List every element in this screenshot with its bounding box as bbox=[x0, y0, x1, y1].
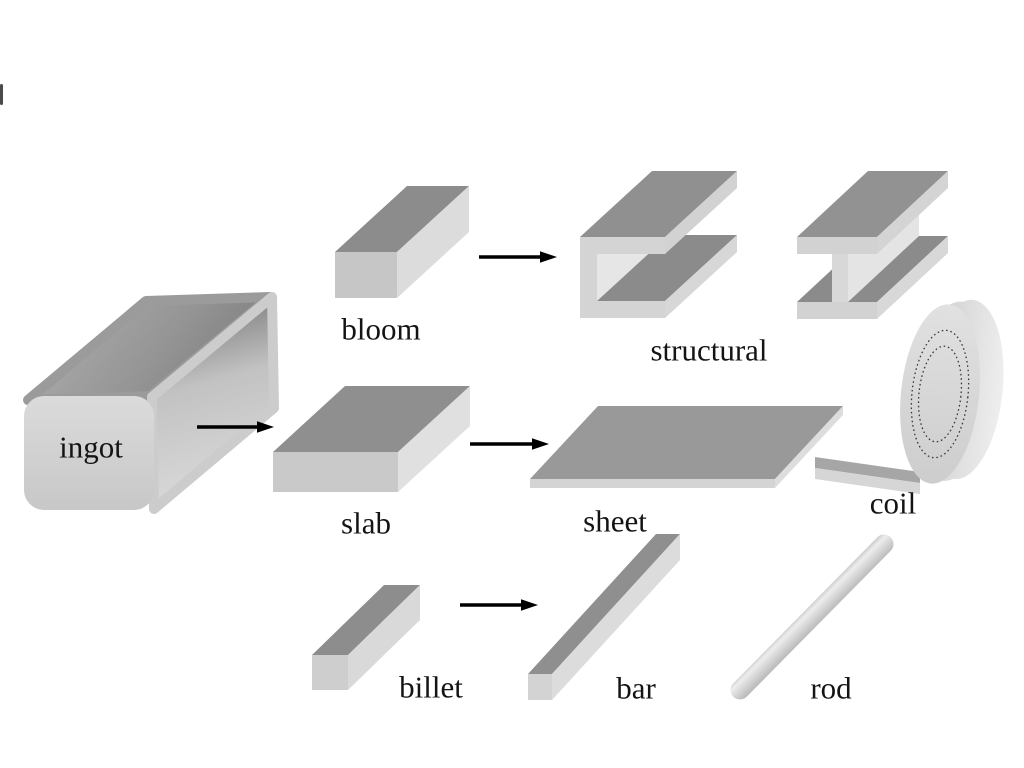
sheet-shape bbox=[530, 406, 843, 488]
ibeam-bottom-flange-front bbox=[797, 302, 877, 319]
slab-front-face bbox=[273, 452, 398, 492]
label-billet: billet bbox=[399, 669, 463, 705]
rod-cylinder bbox=[730, 534, 894, 700]
channel-beam-shape bbox=[580, 171, 737, 318]
arrow-bloom-to-structural bbox=[479, 251, 557, 263]
bar-shape bbox=[528, 534, 680, 700]
label-rod: rod bbox=[810, 670, 852, 706]
channel-top-flange-top bbox=[580, 171, 737, 237]
channel-bottom-flange-side bbox=[665, 235, 737, 318]
label-slab: slab bbox=[341, 505, 391, 541]
arrow-billet-to-bar bbox=[460, 599, 538, 611]
label-ingot: ingot bbox=[59, 429, 123, 465]
strip-top-face bbox=[815, 457, 920, 483]
coil-dotted-ring-inner bbox=[917, 345, 963, 443]
label-bloom: bloom bbox=[341, 311, 421, 347]
label-sheet: sheet bbox=[583, 503, 647, 539]
edge-artifact bbox=[0, 84, 3, 105]
ingot-front-face bbox=[24, 396, 154, 510]
ibeam-bottom-flange-side bbox=[877, 236, 948, 319]
billet-top-face bbox=[312, 585, 420, 655]
channel-top-flange-side bbox=[665, 171, 737, 254]
channel-front-profile bbox=[580, 237, 665, 318]
sheet-front-edge bbox=[530, 479, 775, 488]
ibeam-top-flange-side bbox=[877, 171, 948, 254]
slab-side-face bbox=[398, 386, 470, 492]
billet-front-face bbox=[312, 655, 348, 690]
rod-shape bbox=[730, 534, 894, 700]
billet-side-face bbox=[348, 585, 420, 690]
bar-top-face bbox=[528, 534, 680, 674]
coil-dotted-ring-outer bbox=[910, 329, 970, 459]
sheet-top-face bbox=[530, 406, 843, 479]
arrow-slab-to-sheet bbox=[470, 438, 549, 450]
i-beam-shape bbox=[797, 171, 948, 319]
billet-shape bbox=[312, 585, 420, 690]
channel-bottom-flange-top bbox=[597, 235, 737, 301]
coil-front-face bbox=[900, 304, 980, 484]
ingot-shape bbox=[23, 292, 279, 514]
strip-front-edge bbox=[815, 468, 920, 494]
coil-shape bbox=[900, 299, 1004, 484]
arrow-ingot-to-slab bbox=[197, 421, 274, 433]
label-bar: bar bbox=[616, 670, 656, 706]
slab-top-face bbox=[273, 386, 470, 452]
label-coil: coil bbox=[869, 485, 917, 521]
ibeam-top-flange-front bbox=[797, 237, 877, 254]
coil-strip bbox=[815, 457, 920, 494]
bloom-side-face bbox=[397, 186, 469, 298]
bar-front-face bbox=[528, 674, 552, 700]
ibeam-web-front bbox=[832, 254, 848, 302]
sheet-side-edge bbox=[775, 406, 843, 488]
slab-shape bbox=[273, 386, 470, 492]
bloom-front-face bbox=[335, 252, 397, 298]
bloom-top-face bbox=[335, 186, 469, 252]
ibeam-top-flange-top bbox=[797, 171, 948, 237]
bar-side-face bbox=[552, 534, 680, 700]
bloom-shape bbox=[335, 186, 469, 298]
label-structural: structural bbox=[650, 332, 768, 368]
